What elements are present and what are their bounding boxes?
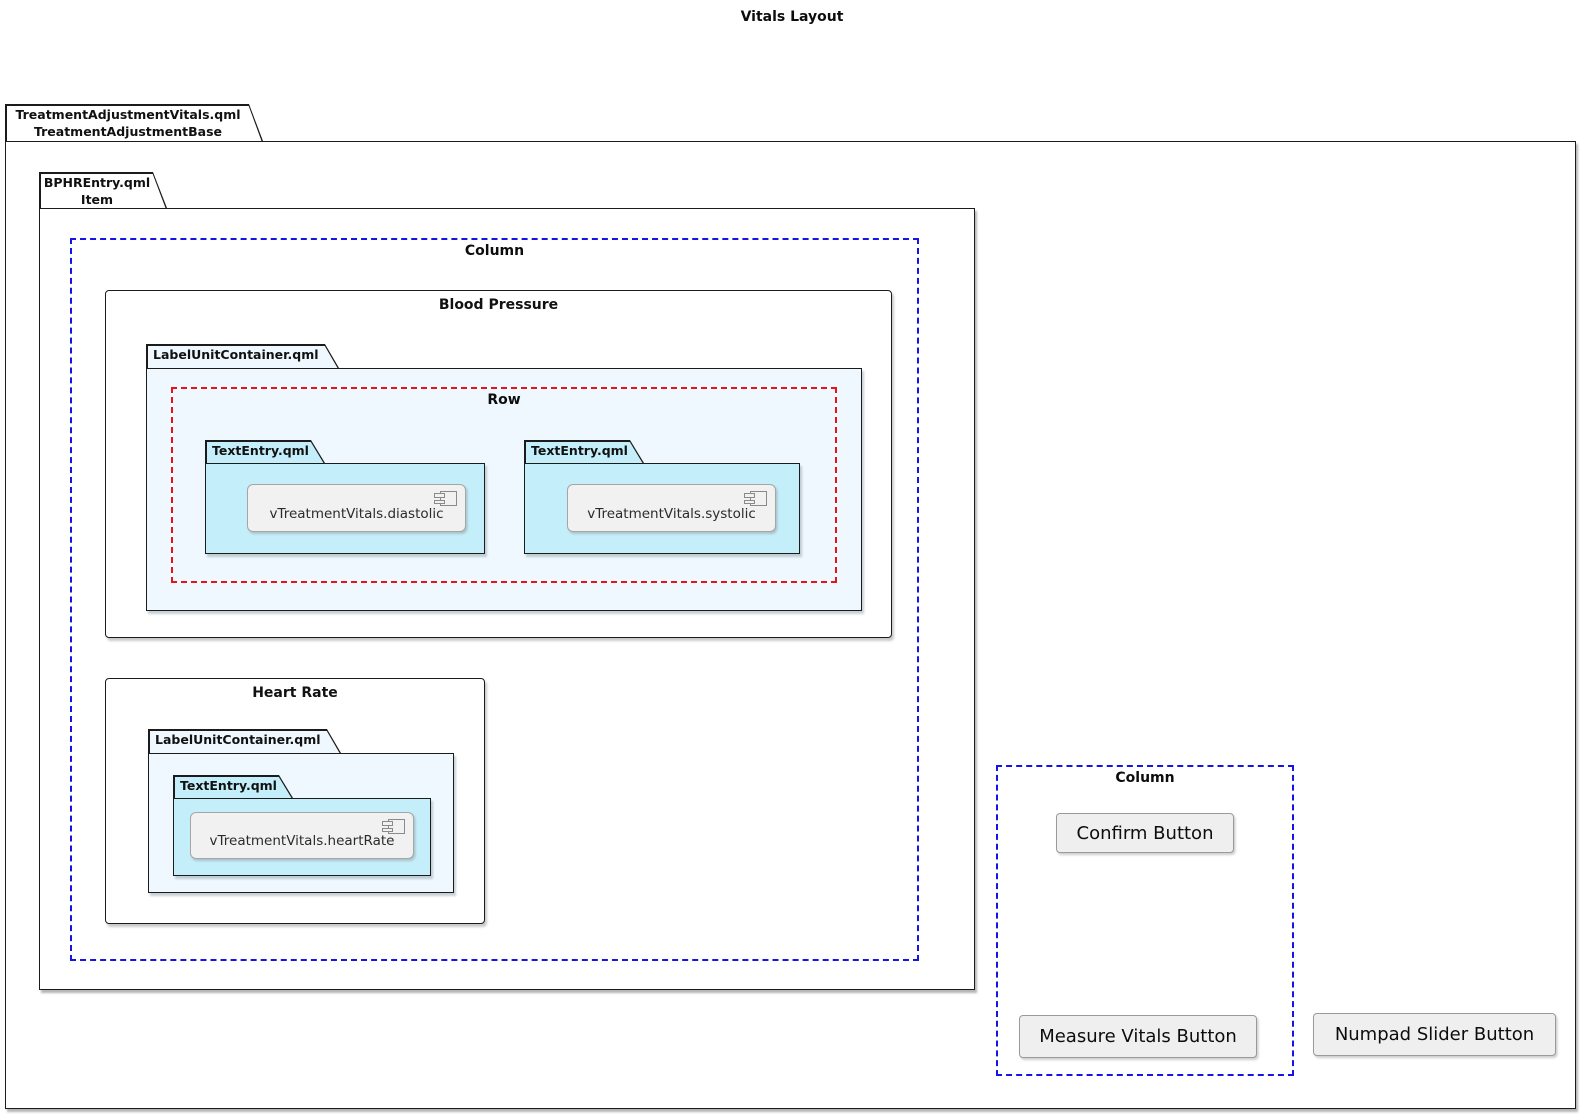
outer-package-tab: TreatmentAdjustmentVitals.qml TreatmentA… [5,104,263,141]
outer-package-tab-fill [7,106,262,142]
diastolic-textentry-tab: TextEntry.qml [205,440,325,463]
heart-rate-frame: Heart Rate LabelUnitContainer.qml TextEn… [105,678,485,924]
heartrate-component-label: vTreatmentVitals.heartRate [209,833,395,849]
diastolic-textentry-tab-fill [207,442,324,464]
heartrate-textentry-tab: TextEntry.qml [173,775,293,798]
uml-component-icon [744,491,767,506]
item-package-tab: BPHREntry.qml Item [39,172,167,208]
systolic-component: vTreatmentVitals.systolic [567,484,776,532]
button-column-label: Column [1115,770,1175,786]
blood-pressure-title: Blood Pressure [438,297,559,313]
systolic-textentry-name: TextEntry.qml [531,443,628,458]
heartrate-component: vTreatmentVitals.heartRate [190,812,414,859]
systolic-textentry-tab-fill [526,442,643,464]
systolic-component-label: vTreatmentVitals.systolic [587,506,756,522]
diastolic-component: vTreatmentVitals.diastolic [247,484,466,532]
hr-labelunitcontainer-body: TextEntry.qml vTreatmentVitals.heartRate [148,753,454,893]
uml-component-icon-port [382,827,393,832]
uml-component-icon-port [744,493,755,498]
layout-column-group: Column Blood Pressure LabelUnitContainer… [70,238,919,961]
uml-component-icon-body [440,491,457,506]
uml-component-icon-port [434,493,445,498]
outer-package-name: TreatmentAdjustmentVitals.qml TreatmentA… [5,104,263,141]
item-package-body: Column Blood Pressure LabelUnitContainer… [39,208,975,990]
diastolic-textentry-body: vTreatmentVitals.diastolic [205,463,485,554]
numpad-slider-button: Numpad Slider Button [1313,1013,1556,1056]
hr-labelunitcontainer-name: LabelUnitContainer.qml [155,732,321,747]
heart-rate-title: Heart Rate [252,685,338,701]
bp-row-label: Row [487,392,521,408]
uml-component-icon-port [434,499,445,504]
blood-pressure-frame: Blood Pressure LabelUnitContainer.qml Ro… [105,290,892,638]
measure-vitals-button: Measure Vitals Button [1019,1015,1257,1058]
button-column-group: Column Confirm Button Measure Vitals But… [996,765,1294,1076]
bp-labelunitcontainer-body: Row TextEntry.qml [146,368,862,611]
bp-labelunitcontainer-name: LabelUnitContainer.qml [153,347,319,362]
heartrate-textentry-name: TextEntry.qml [180,778,277,793]
uml-component-icon-port [382,821,393,826]
item-package-tab-fill [41,174,166,209]
bp-row-group: Row TextEntry.qml [171,387,837,583]
uml-component-icon-port [744,499,755,504]
uml-component-icon-body [388,819,405,834]
bp-labelunitcontainer-tab: LabelUnitContainer.qml [146,344,339,368]
systolic-textentry-body: vTreatmentVitals.systolic [524,463,800,554]
diagram-title: Vitals Layout [740,9,844,25]
heartrate-textentry-tab-fill [175,777,292,799]
item-package-name: BPHREntry.qml Item [39,172,167,208]
uml-component-icon [434,491,457,506]
confirm-button: Confirm Button [1056,813,1234,853]
layout-column-label: Column [464,243,525,259]
uml-component-icon [382,819,405,834]
hr-labelunitcontainer-tab-fill [150,731,340,754]
outer-package-name-line2: TreatmentAdjustmentBase [33,124,223,139]
diastolic-component-label: vTreatmentVitals.diastolic [269,506,444,522]
heartrate-textentry-body: vTreatmentVitals.heartRate [173,798,431,876]
uml-component-icon-body [750,491,767,506]
outer-package-name-line1: TreatmentAdjustmentVitals.qml [15,107,241,122]
diastolic-textentry-name: TextEntry.qml [212,443,309,458]
item-package-name-line2: Item [80,192,114,207]
item-package-name-line1: BPHREntry.qml [43,175,151,190]
hr-labelunitcontainer-tab: LabelUnitContainer.qml [148,729,341,753]
systolic-textentry-tab: TextEntry.qml [524,440,644,463]
outer-package-body: BPHREntry.qml Item Column Blood Pressure… [5,141,1576,1109]
bp-labelunitcontainer-tab-fill [148,346,338,369]
